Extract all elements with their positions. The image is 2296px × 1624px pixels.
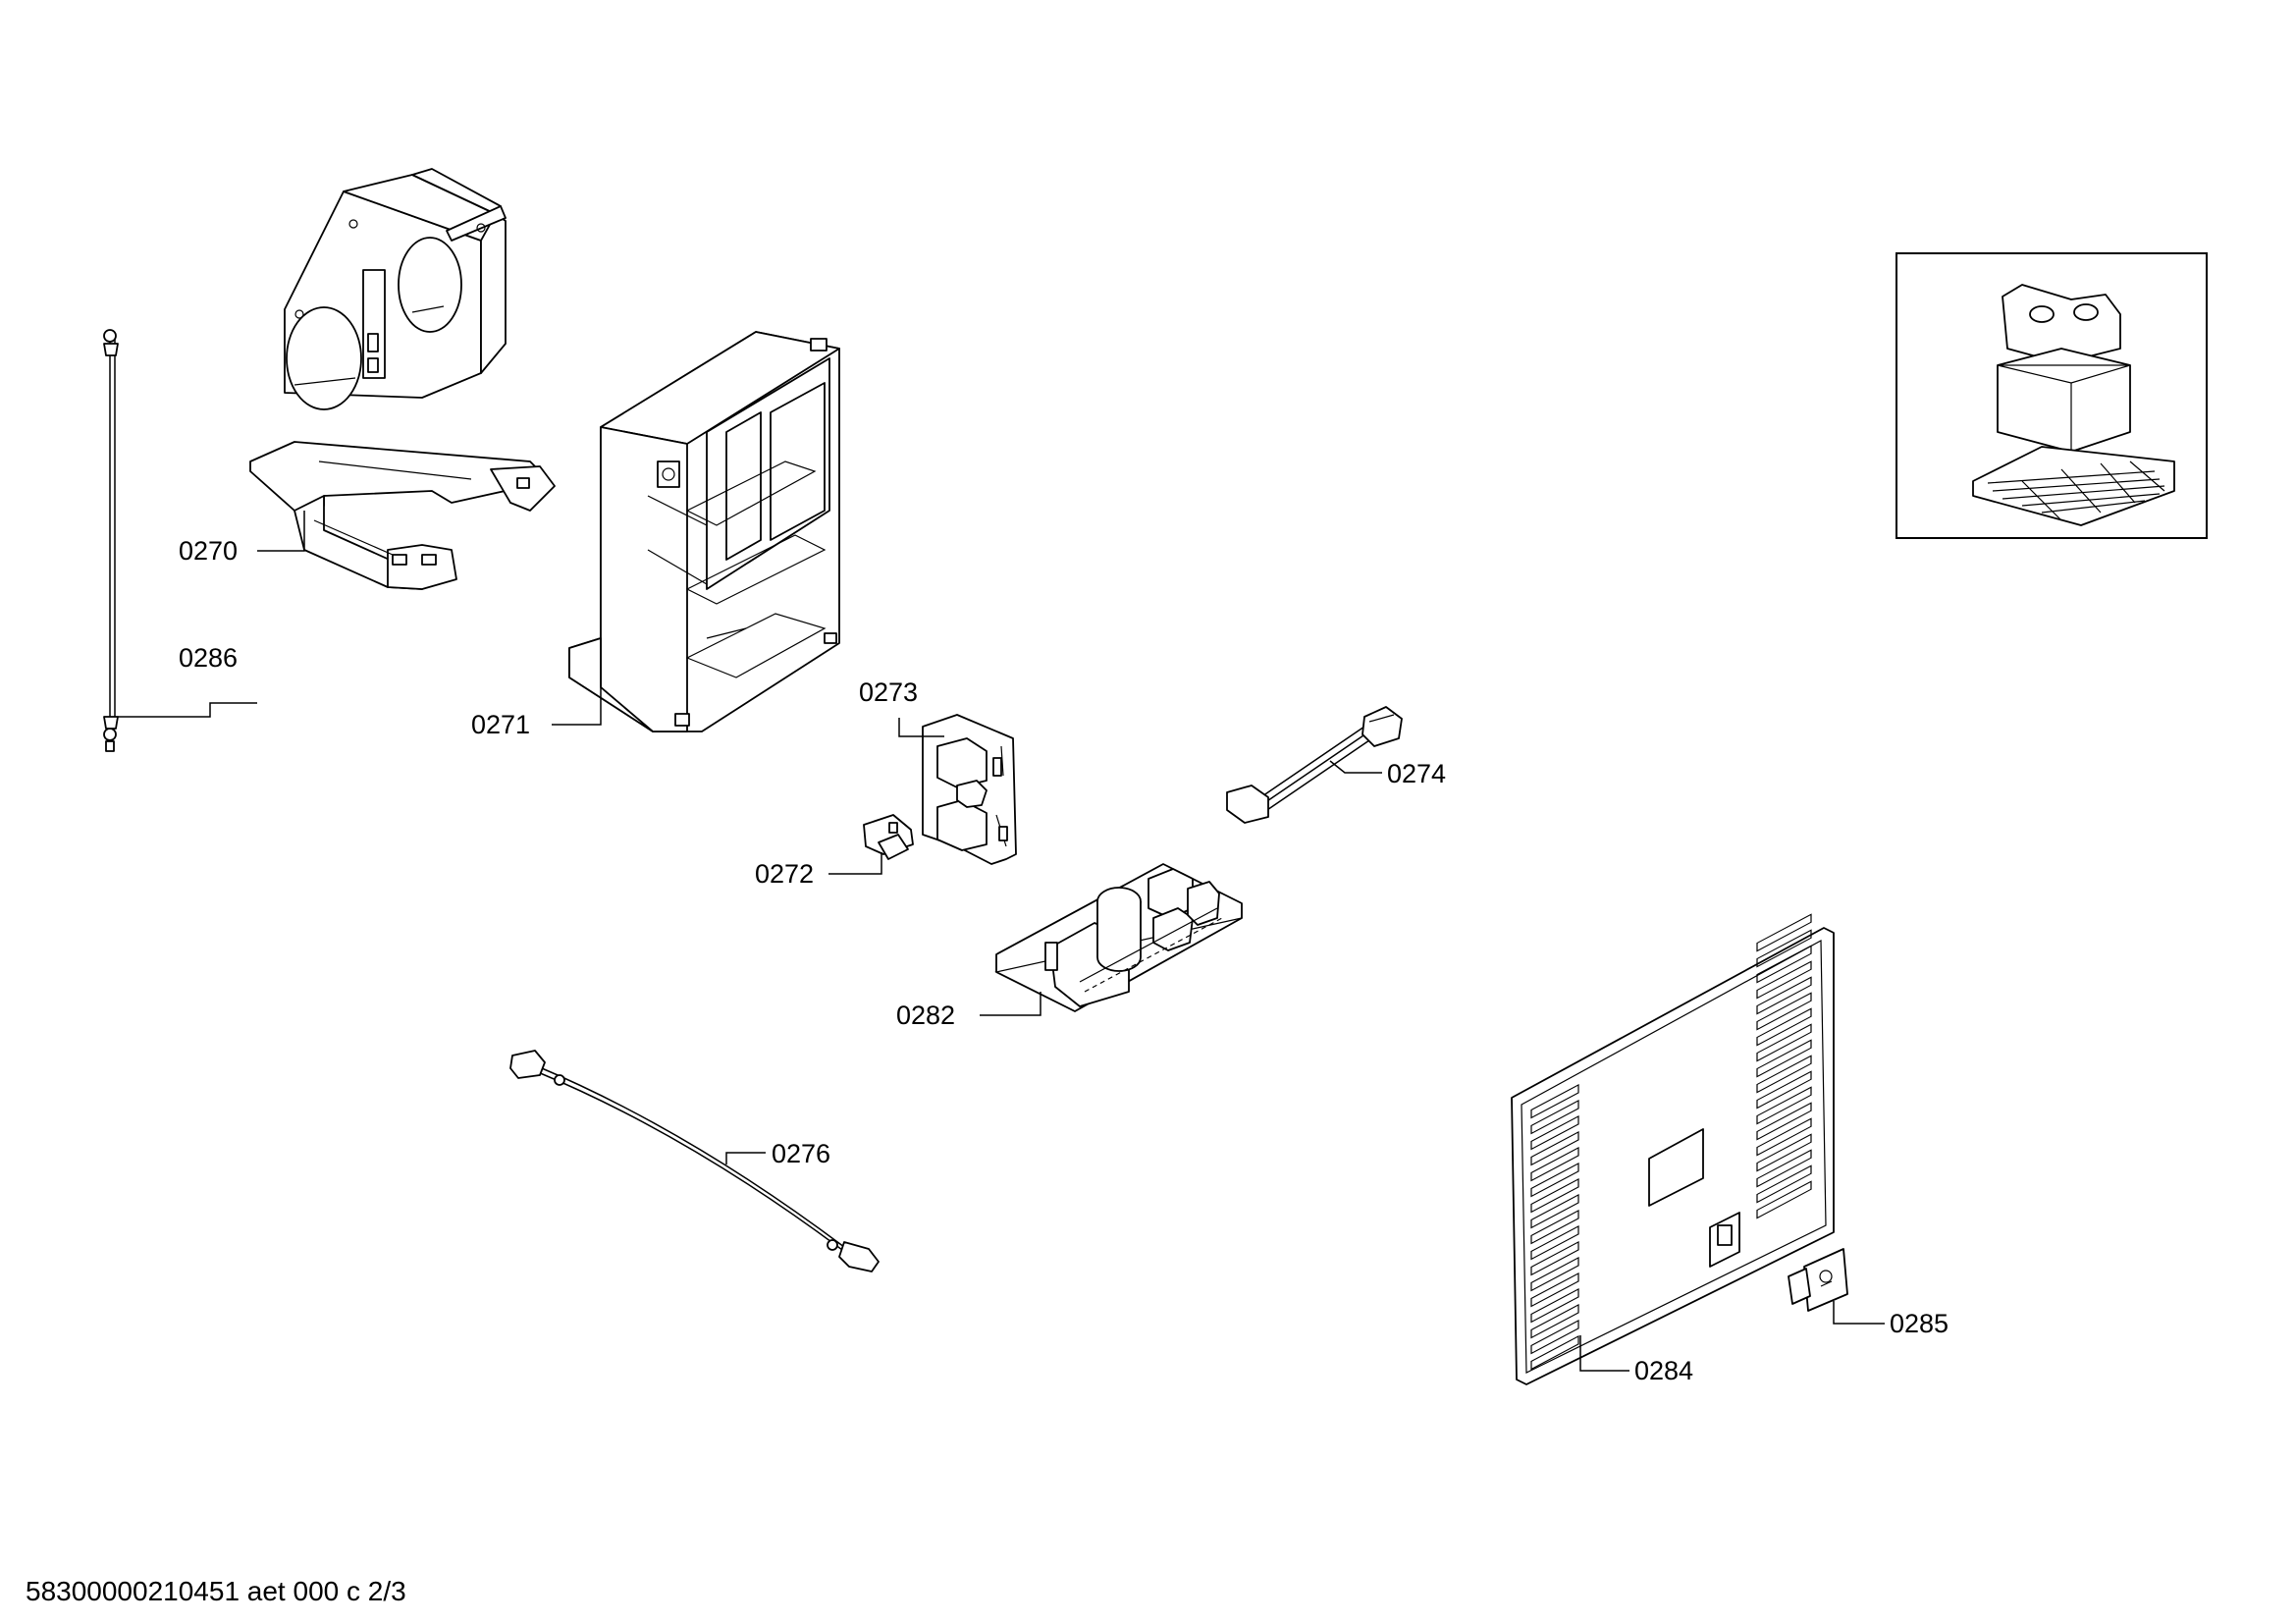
leader-0272	[828, 852, 882, 875]
part-0272-clip	[863, 814, 914, 860]
leader-0285	[1833, 1301, 1885, 1325]
label-0276: 0276	[772, 1139, 830, 1168]
part-0271-frame	[568, 331, 840, 732]
part-0284-cover-grid	[1511, 913, 1835, 1385]
part-0274-ribbon-cable	[1226, 706, 1403, 824]
label-0282: 0282	[896, 1001, 955, 1030]
leader-0271	[552, 687, 602, 726]
label-0273: 0273	[859, 677, 918, 707]
overview-inset	[1896, 252, 2208, 539]
leader-0276	[725, 1152, 766, 1164]
leader-0282	[980, 992, 1041, 1016]
part-0276-cable	[509, 1050, 880, 1272]
label-0286: 0286	[179, 643, 238, 673]
label-0284: 0284	[1634, 1356, 1693, 1385]
leader-0270	[257, 511, 305, 552]
leader-0274	[1329, 760, 1382, 774]
part-0285-bracket	[1788, 1248, 1848, 1312]
drawing-footer-code: 58300000210451 aet 000 c 2/3	[26, 1576, 406, 1606]
leader-0286	[118, 702, 257, 718]
label-0270: 0270	[179, 536, 238, 566]
label-0271: 0271	[471, 710, 530, 739]
label-0274: 0274	[1387, 759, 1446, 788]
part-0286-wire	[103, 329, 119, 752]
leader-0284	[1579, 1335, 1629, 1372]
part-labels: 0270 0286 0271 0273 0274 0272 0282 0276 …	[179, 536, 1949, 1385]
label-0285: 0285	[1890, 1309, 1949, 1338]
leader-lines	[118, 511, 1885, 1372]
part-0273-relay-board	[922, 714, 1017, 865]
leader-0273	[898, 718, 944, 737]
label-0272: 0272	[755, 859, 814, 889]
part-0282-power-board	[994, 863, 1243, 1012]
part-0270-bracket	[249, 168, 556, 590]
